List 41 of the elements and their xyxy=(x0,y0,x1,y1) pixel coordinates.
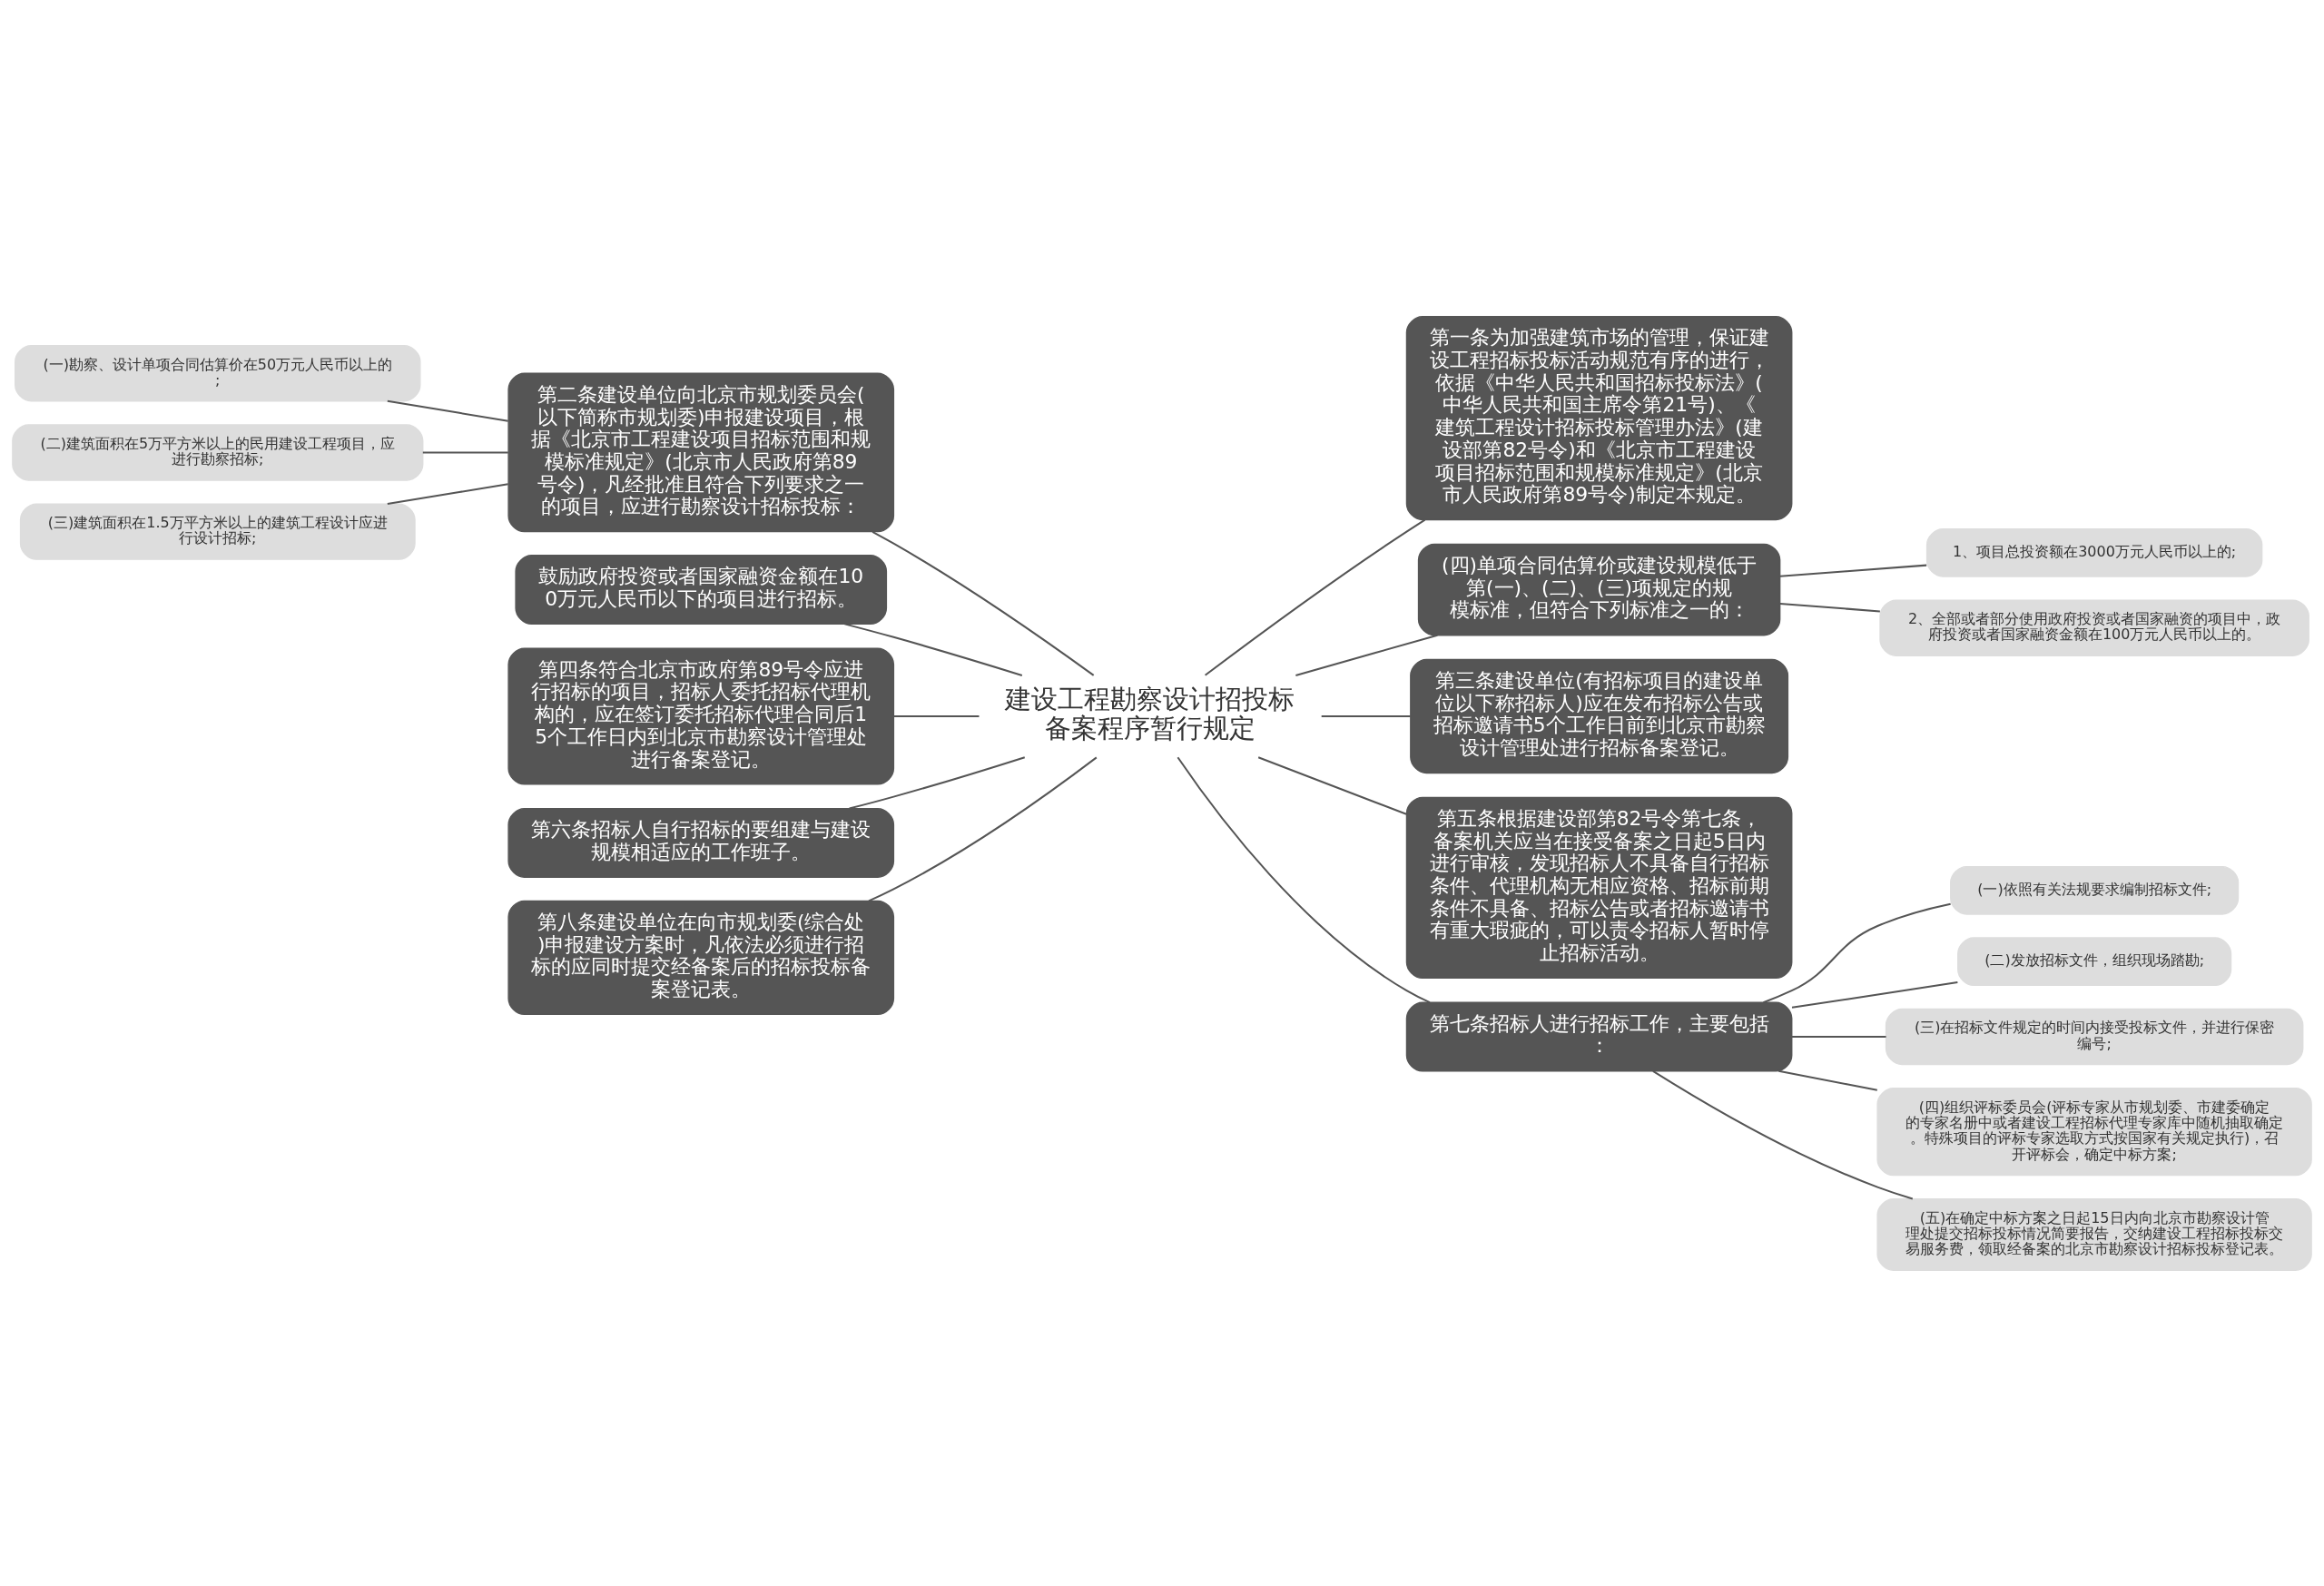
node-box: 鼓励政府投资或者国家融资金额在100万元人民币以下的项目进行招标。 xyxy=(515,554,888,625)
connector xyxy=(387,399,508,422)
node-box: (二)发放招标文件，组织现场踏勘; xyxy=(1957,936,2232,986)
connector xyxy=(1321,714,1411,717)
node-box: 第一条为加强建筑市场的管理，保证建设工程招标投标活动规范有序的进行，依据《中华人民共和国招标投标法》(中华人民共和国主席令第21号)、《建筑工程设计招标投标管理办法》(建设部第82号令)和《北京市工程建设项目招标范围和规模标准规定》(北京市人民政府第89号令)制定本规定。 xyxy=(1405,315,1793,520)
node-box: 第六条招标人自行招标的要组建与建设规模相适应的工作班子。 xyxy=(507,807,895,878)
connector xyxy=(849,755,1026,810)
connector xyxy=(422,450,508,453)
connector xyxy=(1204,518,1426,676)
connector xyxy=(1257,755,1407,815)
node-box: 第四条符合北京市政府第89号令应进行招标的项目，招标人委托招标代理机构的，应在签订委托招标代理合同后15个工作日内到北京市勘察设计管理处进行备案登记。 xyxy=(507,646,895,785)
node-box: 1、项目总投资额在3000万元人民币以上的; xyxy=(1925,527,2263,577)
node-box: 第五条根据建设部第82号令第七条，备案机关应当在接受备案之日起5日内进行审核，发现招标人不具备自行招标条件、代理机构无相应资格、招标前期条件不具备、招标公告或者招标邀请书有重大瑕疵的，可以责令招标人暂时停止招标活动。 xyxy=(1405,796,1793,979)
connector xyxy=(1295,634,1438,676)
connector xyxy=(1792,1035,1886,1038)
node-box: (三)建筑面积在1.5万平方米以上的建筑工程设计应进行设计招标; xyxy=(19,502,416,560)
connector xyxy=(844,622,1023,676)
connector xyxy=(1779,602,1880,612)
connector xyxy=(1652,1069,1914,1200)
connector xyxy=(868,756,1098,901)
node-box: (三)在招标文件规定的时间内接受投标文件，并进行保密编号; xyxy=(1885,1008,2304,1065)
connector xyxy=(1177,756,1431,1003)
node-box: (一)勘察、设计单项合同估算价在50万元人民币以上的; xyxy=(15,344,421,401)
node-box: (二)建筑面积在5万平方米以上的民用建设工程项目，应进行勘察招标; xyxy=(12,423,424,481)
node-box: (五)在确定中标方案之日起15日内向北京市勘察设计管理处提交招标投标情况简要报告，交纳建设工程招标投标交易服务费，领取经备案的北京市勘察设计招标投标登记表。 xyxy=(1876,1197,2312,1271)
node-box: 第七条招标人进行招标工作，主要包括： xyxy=(1405,1001,1793,1072)
connector xyxy=(1779,564,1927,577)
connector xyxy=(1763,902,1951,1003)
node-text: 建设工程勘察设计招投标备案程序暂行规定 xyxy=(1005,683,1295,744)
node-box: 第八条建设单位在向市规划委(综合处)申报建设方案时，凡依法必须进行招标的应同时提交经备案后的招标投标备案登记表。 xyxy=(507,900,895,1015)
node-box: (四)组织评标委员会(评标专家从市规划委、市建委确定的专家名册中或者建设工程招标代理专家库中随机抽取确定。特殊项目的评标专家选取方式按国家有关规定执行)，召开评标会，确定中标方案; xyxy=(1876,1087,2312,1176)
node-box: (一)依照有关法规要求编制招标文件; xyxy=(1950,865,2240,915)
connector xyxy=(893,714,980,717)
node-box: (四)单项合同估算价或建设规模低于第(一)、(二)、(三)项规定的规模标准，但符合下列标准之一的： xyxy=(1417,543,1781,635)
node-box: 第三条建设单位(有招标项目的建设单位以下称招标人)应在发布招标公告或招标邀请书5个工作日前到北京市勘察设计管理处进行招标备案登记。 xyxy=(1410,658,1789,773)
connector xyxy=(1778,1069,1877,1091)
connector xyxy=(872,530,1095,676)
connector xyxy=(387,482,508,505)
node-box: 2、全部或者部分使用政府投资或者国家融资的项目中，政府投资或者国家融资金额在100万元人民币以上的。 xyxy=(1879,598,2309,656)
node-box: 第二条建设单位向北京市规划委员会(以下简称市规划委)申报建设项目，根据《北京市工程建设项目招标范围和规模标准规定》(北京市人民政府第89号令)，凡经批准且符合下列要求之一的项目，应进行勘察设计招标投标： xyxy=(507,372,895,532)
connector xyxy=(1791,980,1958,1009)
